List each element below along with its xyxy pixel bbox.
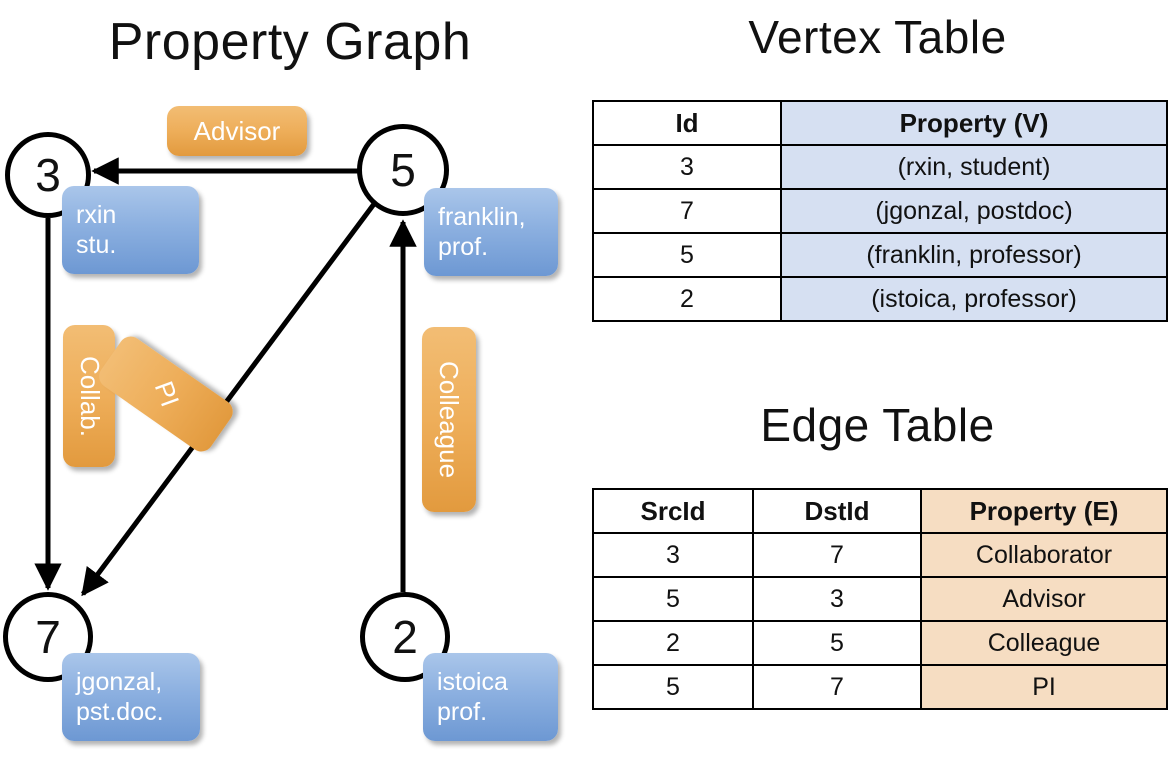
vertex-property-cell: (jgonzal, postdoc)	[780, 188, 1168, 234]
page-title-property-graph: Property Graph	[108, 13, 472, 71]
graph-node-7-label: 7	[35, 611, 61, 663]
edge-label-text: PI	[148, 377, 185, 411]
vertex-table: Id Property (V) 3 (rxin, student) 7 (jgo…	[592, 100, 1168, 322]
edge-label-text: Advisor	[193, 115, 281, 146]
vertex-property-cell: (istoica, professor)	[780, 276, 1168, 322]
property-graph-diagram: 3 5 7 2 rxin stu. franklin, prof. jgonza…	[0, 0, 580, 760]
edge-dst-cell: 7	[752, 664, 922, 710]
edge-src-cell: 5	[592, 664, 754, 710]
graph-node-2[interactable]: 2	[360, 592, 450, 682]
table-row[interactable]: 2 5 Colleague	[592, 620, 1168, 666]
vertex-property-cell: (franklin, professor)	[780, 232, 1168, 278]
graph-node-5[interactable]: 5	[357, 124, 449, 216]
node-property-line: pst.doc.	[76, 698, 164, 726]
node-property-box-istoica[interactable]: istoica prof.	[423, 653, 558, 741]
table-row[interactable]: 3 (rxin, student)	[592, 144, 1168, 190]
table-row[interactable]: 5 3 Advisor	[592, 576, 1168, 622]
node-property-line: franklin,	[438, 202, 526, 231]
edge-property-cell: Colleague	[920, 620, 1168, 666]
edge-src-cell: 2	[592, 620, 754, 666]
edge-property-cell: Collaborator	[920, 532, 1168, 578]
edge-label-colleague[interactable]: Colleague	[422, 327, 476, 512]
page-title-vertex-table: Vertex Table	[748, 11, 1007, 63]
edge-table-header-property: Property (E)	[920, 488, 1168, 534]
vertex-property-cell: (rxin, student)	[780, 144, 1168, 190]
edge-src-cell: 3	[592, 532, 754, 578]
node-property-box-rxin[interactable]: rxin stu.	[62, 186, 199, 274]
table-row[interactable]: 5 7 PI	[592, 664, 1168, 710]
table-row[interactable]: 2 (istoica, professor)	[592, 276, 1168, 322]
edge-table-header-row: SrcId DstId Property (E)	[592, 488, 1168, 534]
node-property-line: prof.	[438, 233, 489, 261]
edge-dst-cell: 7	[752, 532, 922, 578]
table-row[interactable]: 3 7 Collaborator	[592, 532, 1168, 578]
vertex-id-cell: 3	[592, 144, 782, 190]
vertex-id-cell: 5	[592, 232, 782, 278]
graph-node-2-label: 2	[392, 611, 418, 663]
edge-table: SrcId DstId Property (E) 3 7 Collaborato…	[592, 488, 1168, 710]
edge-label-text: Collab.	[74, 355, 105, 437]
edge-dst-cell: 3	[752, 576, 922, 622]
node-property-box-franklin[interactable]: franklin, prof.	[424, 188, 558, 276]
node-property-line: prof.	[437, 698, 488, 726]
edge-src-cell: 5	[592, 576, 754, 622]
graph-edge-lines	[34, 157, 417, 597]
vertex-id-cell: 2	[592, 276, 782, 322]
vertex-table-header-id: Id	[592, 100, 782, 146]
graph-node-5-label: 5	[390, 144, 416, 196]
edge-table-header-dstid: DstId	[752, 488, 922, 534]
node-property-line: stu.	[76, 231, 117, 259]
edge-label-collab[interactable]: Collab.	[63, 325, 115, 467]
page-title-edge-table: Edge Table	[760, 399, 995, 451]
vertex-id-cell: 7	[592, 188, 782, 234]
table-row[interactable]: 5 (franklin, professor)	[592, 232, 1168, 278]
vertex-table-header-property: Property (V)	[780, 100, 1168, 146]
node-property-line: jgonzal,	[76, 667, 163, 696]
edge-line-pi	[80, 202, 377, 597]
node-property-line: rxin	[76, 200, 117, 229]
edge-dst-cell: 5	[752, 620, 922, 666]
node-property-box-jgonzal[interactable]: jgonzal, pst.doc.	[62, 653, 200, 741]
table-row[interactable]: 7 (jgonzal, postdoc)	[592, 188, 1168, 234]
edge-property-cell: Advisor	[920, 576, 1168, 622]
graph-node-3-label: 3	[35, 149, 61, 201]
node-property-line: istoica	[437, 667, 508, 696]
vertex-table-header-row: Id Property (V)	[592, 100, 1168, 146]
edge-property-cell: PI	[920, 664, 1168, 710]
edge-label-advisor[interactable]: Advisor	[167, 106, 307, 156]
edge-table-header-srcid: SrcId	[592, 488, 754, 534]
edge-label-text: Colleague	[434, 360, 465, 479]
